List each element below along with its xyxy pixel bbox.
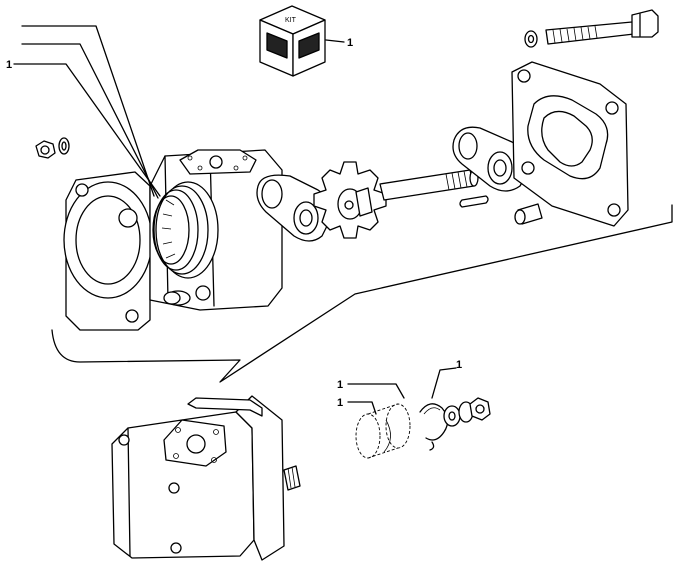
bearing-block-right [452, 126, 530, 192]
bearing-block-left [256, 174, 333, 242]
kit-bushing-lower-callout: 1 [337, 397, 343, 409]
main-pump-body [63, 149, 283, 331]
drive-gear [313, 161, 387, 239]
kit-washer-and-nut [443, 397, 491, 427]
dowel-pin [514, 203, 543, 225]
shaft-key [459, 195, 489, 208]
kit-bushing [355, 403, 411, 459]
exploded-view-callout-outline [51, 204, 673, 383]
drive-shaft [355, 169, 479, 217]
kit-logo-right [298, 32, 320, 59]
kit-bushing-upper-callout: 1 [337, 379, 343, 391]
long-bolt [524, 9, 659, 48]
end-cover-plate [511, 61, 629, 227]
kit-logo-left [266, 32, 288, 59]
kit-seal-ring [419, 403, 449, 451]
kit-leaders: 1 1 1 [337, 359, 462, 415]
kit-box-label: KIT [285, 17, 297, 24]
nut-and-washer [35, 137, 70, 159]
seal-ring-callout-number: 1 [6, 59, 12, 71]
kit-callout-number: 1 [347, 37, 353, 49]
assembled-pump [111, 395, 301, 561]
kit-box: KIT 1 [259, 5, 353, 77]
kit-ring-callout: 1 [456, 359, 462, 371]
seal-ring-leader: 1 [6, 25, 161, 199]
